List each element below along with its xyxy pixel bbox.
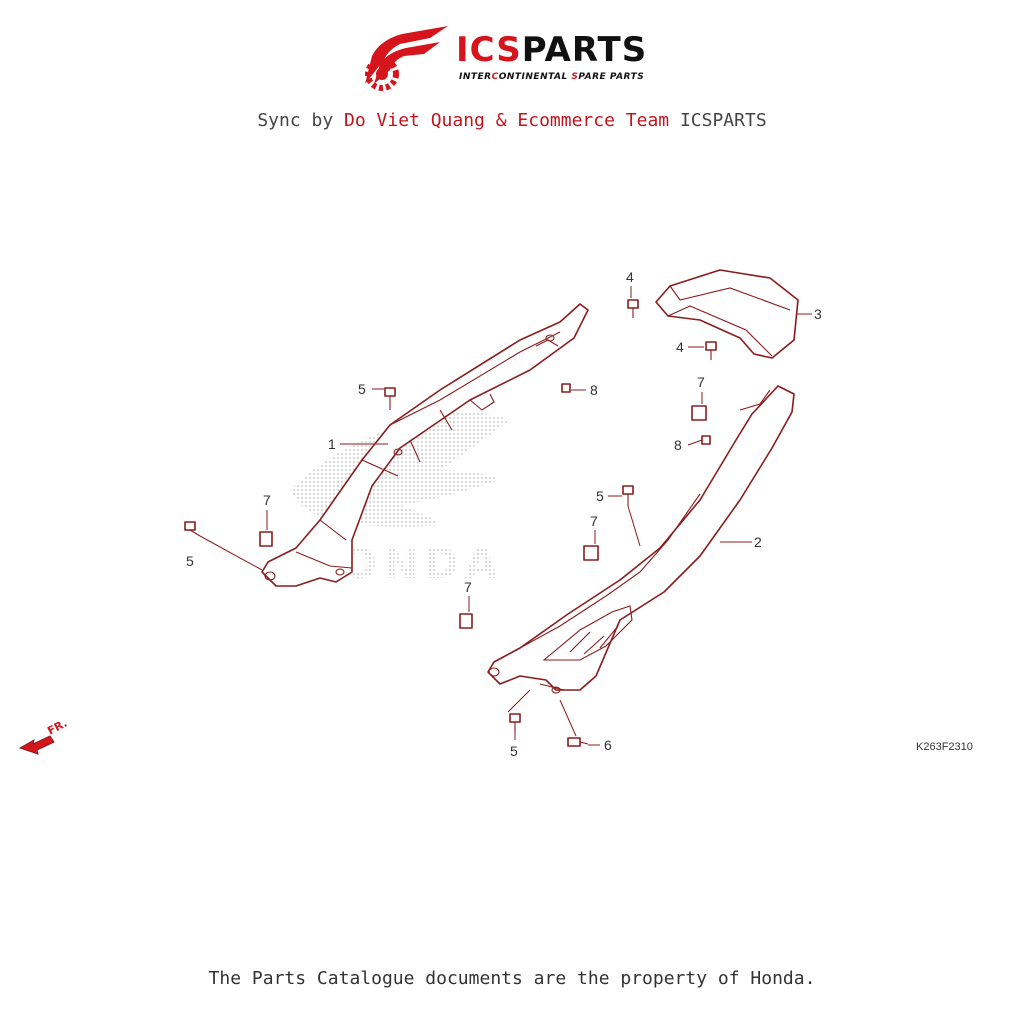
callout-5: 5 [186, 553, 194, 569]
clip-nut-icon [583, 545, 599, 561]
screw-icon [701, 435, 711, 445]
callout-3: 3 [814, 306, 822, 322]
callout-7: 7 [464, 579, 472, 595]
front-label: FR. [45, 717, 69, 738]
callout-4: 4 [676, 339, 684, 355]
leader-lines [199, 286, 812, 746]
part-2-right-cover [487, 385, 795, 694]
screw-icon [567, 737, 589, 747]
brand-wordmark: ICSPARTS [456, 30, 647, 70]
diagram-reference-code: K263F2310 [916, 741, 973, 753]
brand-part-ics: ICS [456, 30, 522, 70]
part-3-rear-cap [655, 269, 799, 359]
tagline-part: S [571, 72, 579, 82]
bolt-icon [622, 485, 634, 506]
part-1-left-rail [261, 303, 589, 587]
tagline-part: ONTINENTAL [498, 72, 572, 82]
bolt-icon [705, 341, 717, 360]
sync-credit: Sync by Do Viet Quang & Ecommerce Team I… [0, 110, 1024, 131]
callout-7: 7 [590, 513, 598, 529]
callout-5: 5 [358, 381, 366, 397]
brand-part-parts: PARTS [521, 30, 648, 70]
clip-nut-icon [259, 531, 273, 547]
icsparts-logo-emblem [365, 26, 448, 91]
callout-8: 8 [590, 382, 598, 398]
tagline-part: INTER [459, 72, 492, 82]
tagline-part: C [491, 72, 499, 82]
sync-team: Do Viet Quang & Ecommerce Team [344, 110, 670, 131]
sync-prefix: Sync by [257, 110, 345, 131]
callout-5: 5 [510, 743, 518, 759]
fasteners [184, 299, 717, 747]
footer-disclaimer: The Parts Catalogue documents are the pr… [208, 968, 816, 989]
bolt-icon [509, 713, 521, 732]
tagline-part: PARE PARTS [578, 72, 645, 82]
callout-1: 1 [328, 436, 336, 452]
callout-8: 8 [674, 437, 682, 453]
screw-icon [561, 383, 571, 393]
clip-nut-icon [691, 405, 707, 421]
bolt-icon [627, 299, 639, 318]
bolt-icon [384, 387, 396, 410]
callout-2: 2 [754, 534, 762, 550]
callout-5: 5 [596, 488, 604, 504]
callout-4: 4 [626, 269, 634, 285]
callout-7: 7 [263, 492, 271, 508]
sync-suffix: ICSPARTS [669, 110, 767, 131]
bolt-icon [184, 521, 201, 537]
callout-6: 6 [604, 737, 612, 753]
callout-7: 7 [697, 374, 705, 390]
clip-nut-icon [459, 613, 473, 629]
front-direction-arrow-icon: FR. [18, 717, 69, 755]
brand-tagline: INTERCONTINENTAL SPARE PARTS [459, 72, 644, 82]
